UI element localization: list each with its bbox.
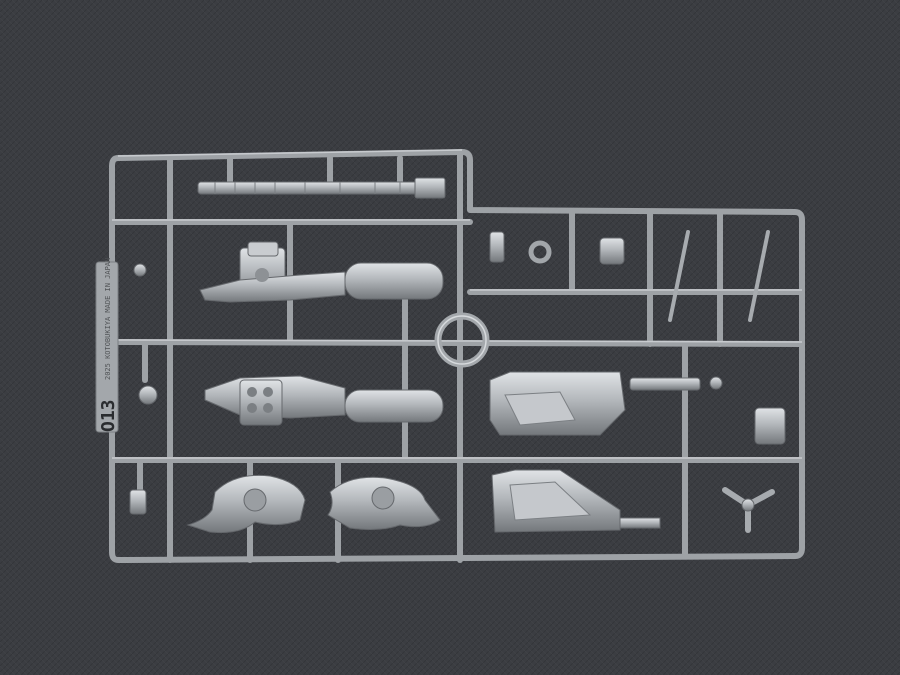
small-bracket-parts xyxy=(129,231,786,515)
armor-panel-lower xyxy=(491,469,661,533)
sprue-code: O13 xyxy=(98,399,119,432)
claw-part-left xyxy=(186,474,306,533)
thruster-upper-part xyxy=(199,241,444,303)
side-text: 2025 KOTOBUKIYA MADE IN JAPAN xyxy=(104,258,112,380)
thruster-lower-part xyxy=(204,375,444,426)
barrel-part xyxy=(197,177,446,199)
armor-panel-upper xyxy=(489,371,723,436)
sprue-tag: O13 2025 KOTOBUKIYA MADE IN JAPAN xyxy=(95,258,119,433)
claw-part-right xyxy=(327,476,441,530)
antenna-rods xyxy=(668,230,770,322)
